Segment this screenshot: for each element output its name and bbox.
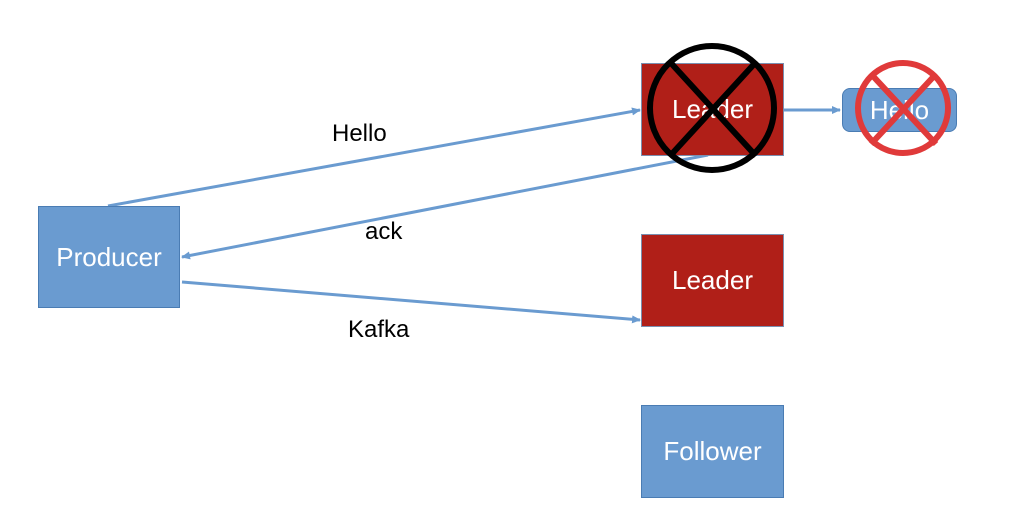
arrow-ack [181, 153, 709, 260]
leader-node: Leader [641, 234, 784, 327]
producer-node: Producer [38, 206, 180, 308]
follower-node: Follower [641, 405, 784, 498]
edge-label-hello: Hello [332, 120, 387, 147]
red-cross-icon [855, 60, 951, 156]
arrow-hello [107, 107, 641, 208]
edge-label-ack: ack [365, 218, 403, 245]
edge-label-kafka: Kafka [348, 316, 410, 343]
leader-label: Leader [672, 265, 753, 295]
producer-label: Producer [56, 241, 162, 272]
arrow-kafka [181, 280, 641, 324]
black-cross-icon [647, 43, 777, 173]
follower-label: Follower [663, 436, 762, 466]
